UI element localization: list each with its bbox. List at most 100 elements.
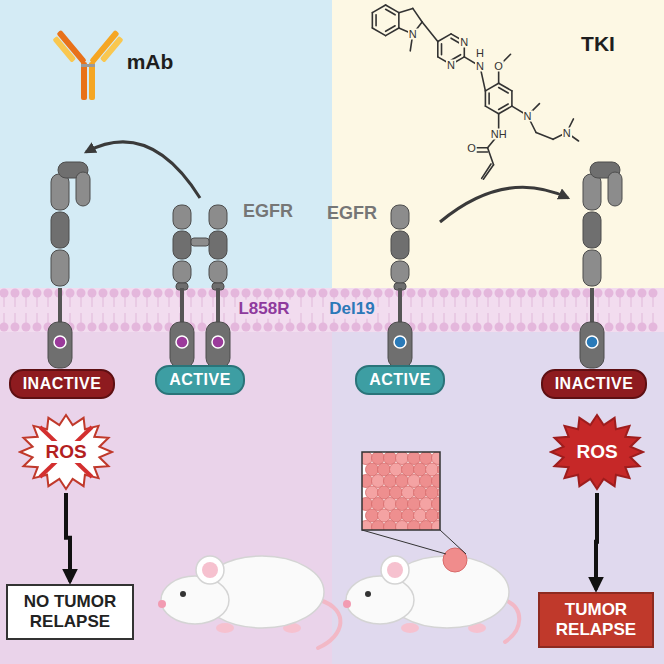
illustration-part <box>66 289 75 298</box>
illustration-part <box>631 313 632 323</box>
background-right-bottom <box>332 310 664 664</box>
ros-burst: ROS <box>18 413 114 491</box>
illustration-part <box>366 486 379 499</box>
illustration-part <box>70 313 71 323</box>
illustration-part <box>440 289 449 298</box>
illustration-part <box>136 313 137 323</box>
illustration-part <box>374 323 383 332</box>
illustration-part <box>444 297 445 307</box>
illustration-part <box>58 288 62 324</box>
illustration-part <box>462 289 471 298</box>
illustration-part <box>286 323 295 332</box>
chemical-bond <box>437 42 439 57</box>
illustration-part <box>580 162 622 368</box>
zoom-line <box>362 530 446 554</box>
illustration-part <box>451 323 460 332</box>
illustration-part <box>499 313 500 323</box>
antibody-symbol <box>51 30 125 100</box>
illustration-part <box>451 289 460 298</box>
illustration-part <box>99 323 108 332</box>
illustration-part <box>191 313 192 323</box>
background-left-bottom <box>0 310 332 664</box>
illustration-part <box>609 313 610 323</box>
illustration-part <box>365 591 371 597</box>
illustration-part <box>506 289 515 298</box>
illustration-part <box>22 289 31 298</box>
illustration-part <box>381 556 409 584</box>
illustration-part <box>264 289 273 298</box>
atom-symbol: N <box>446 59 456 70</box>
illustration-part <box>432 475 441 488</box>
illustration-part <box>561 323 570 332</box>
status-pill: INACTIVE <box>541 369 648 399</box>
chemical-bond <box>485 83 498 91</box>
chemical-bond <box>488 93 490 104</box>
illustration-part <box>366 463 379 476</box>
illustration-part <box>387 562 403 578</box>
illustration-part <box>136 297 137 307</box>
illustration-part <box>213 297 214 307</box>
illustration-part <box>420 521 433 531</box>
illustration-part <box>346 576 414 624</box>
curved-arrow <box>86 142 200 198</box>
illustration-part <box>180 591 186 597</box>
illustration-part <box>77 289 86 298</box>
illustration-part <box>388 205 412 368</box>
illustration-part <box>433 297 434 307</box>
illustration-part <box>620 297 621 307</box>
illustration-part <box>638 323 647 332</box>
illustration-part <box>550 323 559 332</box>
illustration-part <box>616 289 625 298</box>
illustration-part <box>432 498 441 511</box>
illustration-part <box>484 323 493 332</box>
chemical-bond <box>386 26 396 32</box>
illustration-part <box>466 313 467 323</box>
node-text: ROS <box>576 441 617 463</box>
illustration-part <box>418 289 427 298</box>
illustration-part <box>576 297 577 307</box>
illustration-part <box>649 323 658 332</box>
chemical-bond <box>372 28 385 36</box>
illustration-part <box>330 289 339 298</box>
illustration-part <box>308 289 317 298</box>
chemical-bond <box>499 87 509 93</box>
illustration-part <box>206 322 230 368</box>
illustration-part <box>505 600 519 642</box>
mouse-left <box>158 556 340 648</box>
node-text: ACTIVE <box>369 371 431 389</box>
illustration-part <box>384 475 397 488</box>
illustration-part <box>173 205 191 229</box>
illustration-part <box>341 323 350 332</box>
status-pill: ACTIVE <box>155 365 245 395</box>
illustration-part <box>420 498 433 511</box>
chemical-bond <box>499 104 509 110</box>
illustration-part <box>110 323 119 332</box>
illustration-part <box>521 313 522 323</box>
illustration-part <box>408 452 421 465</box>
receptor-label: EGFR <box>327 204 377 224</box>
illustration-part <box>583 212 601 248</box>
illustration-part <box>554 297 555 307</box>
illustration-part <box>605 323 614 332</box>
illustration-part <box>242 323 251 332</box>
illustration-part <box>510 297 511 307</box>
illustration-part <box>539 323 548 332</box>
illustration-part <box>253 289 262 298</box>
illustration-part <box>411 297 412 307</box>
illustration-part <box>385 289 394 298</box>
chemical-bond <box>398 13 400 28</box>
illustration-part <box>414 486 427 499</box>
illustration-part <box>362 452 373 465</box>
atom-symbol: N <box>459 36 469 47</box>
illustration-part <box>517 323 526 332</box>
illustration-part <box>191 297 192 307</box>
illustration-part <box>418 323 427 332</box>
illustration-part <box>158 600 166 608</box>
illustration-part <box>88 289 97 298</box>
illustration-part <box>488 313 489 323</box>
illustration-part <box>609 297 610 307</box>
chemical-bond <box>372 5 385 13</box>
illustration-part <box>402 463 415 476</box>
illustration-part <box>384 521 397 531</box>
